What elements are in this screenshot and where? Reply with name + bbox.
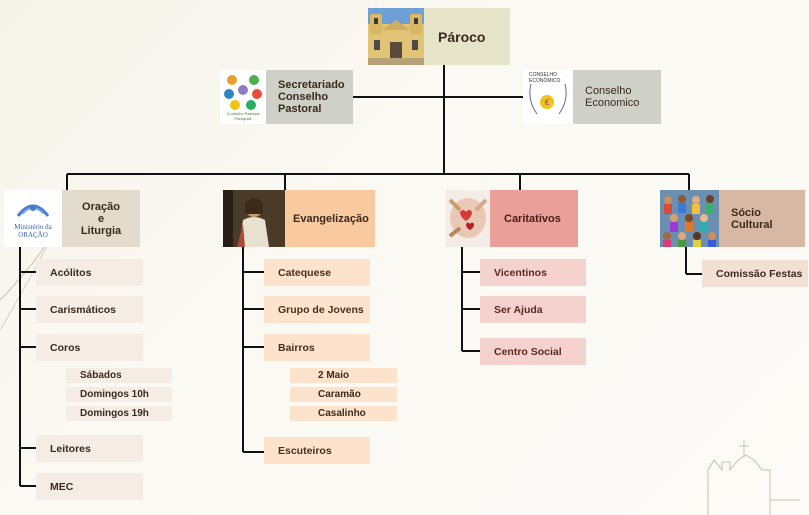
child-catequese[interactable]: Catequese: [264, 259, 370, 286]
group-label-oracao: Oração e Liturgia: [62, 190, 140, 247]
staff-label-economico: Conselho Economico: [573, 70, 661, 124]
hands-hearts-image: [446, 190, 490, 247]
group-node-caritativos[interactable]: Caritativos: [446, 190, 578, 247]
people-crowd-image: [660, 190, 719, 247]
ministerio-oracao-caption: Ministério da ORAÇÃO: [14, 223, 52, 239]
child-comissao-festas[interactable]: Comissão Festas: [702, 260, 808, 287]
group-label-caritativos: Caritativos: [490, 190, 578, 247]
child-coros[interactable]: Coros: [36, 334, 143, 361]
ministerio-oracao-logo: Ministério da ORAÇÃO: [4, 190, 62, 247]
child-grupo-de-jovens[interactable]: Grupo de Jovens: [264, 296, 370, 323]
staff-node-secretariado[interactable]: Conselho Pastoral Paroquial Secretariado…: [220, 70, 353, 124]
church-photo: [368, 8, 424, 65]
staff-label-secretariado: Secretariado Conselho Pastoral: [266, 70, 353, 124]
subchild-domingos-10h[interactable]: Domingos 10h: [66, 387, 172, 402]
subchild-casalinho[interactable]: Casalinho: [290, 406, 397, 421]
child-vicentinos[interactable]: Vicentinos: [480, 259, 586, 286]
conselho-pastoral-logo: Conselho Pastoral Paroquial: [220, 70, 266, 124]
conselho-pastoral-caption: Conselho Pastoral Paroquial: [226, 111, 260, 121]
subchild-caramao[interactable]: Caramão: [290, 387, 397, 402]
child-centro-social[interactable]: Centro Social: [480, 338, 586, 365]
group-label-evangelizacao: Evangelização: [285, 190, 375, 247]
child-bairros[interactable]: Bairros: [264, 334, 370, 361]
child-mec[interactable]: MEC: [36, 473, 143, 500]
root-label: Pároco: [424, 8, 510, 65]
staff-node-economico[interactable]: € CONSELHO ECONÓMICO Conselho Economico: [523, 70, 661, 124]
group-node-socio-cultural[interactable]: Sócio Cultural: [660, 190, 805, 247]
svg-text:€: €: [545, 98, 550, 107]
group-label-socio-cultural: Sócio Cultural: [719, 190, 805, 247]
subchild-2-maio[interactable]: 2 Maio: [290, 368, 397, 383]
child-acolitos[interactable]: Acólitos: [36, 259, 143, 286]
child-escuteiros[interactable]: Escuteiros: [264, 437, 370, 464]
group-node-evangelizacao[interactable]: Evangelização: [223, 190, 375, 247]
conselho-economico-logo: € CONSELHO ECONÓMICO: [523, 70, 573, 124]
child-ser-ajuda[interactable]: Ser Ajuda: [480, 296, 586, 323]
child-carismaticos[interactable]: Carismáticos: [36, 296, 143, 323]
child-leitores[interactable]: Leitores: [36, 435, 143, 462]
group-node-oracao[interactable]: Ministério da ORAÇÃO Oração e Liturgia: [4, 190, 140, 247]
conselho-economico-caption: CONSELHO ECONÓMICO: [529, 72, 561, 84]
jesus-painting: [223, 190, 285, 247]
subchild-sabados[interactable]: Sábados: [66, 368, 172, 383]
root-node[interactable]: Pároco: [368, 8, 510, 65]
subchild-domingos-19h[interactable]: Domingos 19h: [66, 406, 172, 421]
